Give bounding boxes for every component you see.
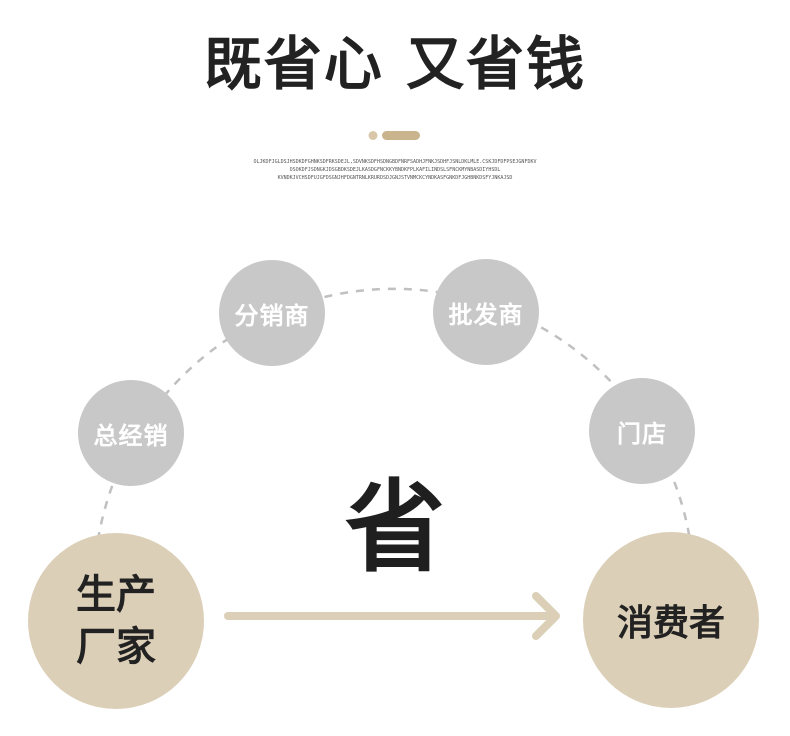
- node-store: 门店: [589, 378, 695, 484]
- fine-print-line-2: OSOKDFJSDNGKJDSGBDKSDEJLKASDGFNCKKYBNDKF…: [289, 167, 501, 173]
- title-accent-dot: [368, 131, 378, 140]
- node-general-agent: 总经销: [78, 380, 184, 486]
- save-character: 省: [345, 469, 445, 586]
- fine-print-line-1: OLJKDFJGLDSJHSDKDFGHNKSDFRKSDEJL,SDVNKSD…: [253, 159, 537, 165]
- node-distributor: 分销商: [219, 260, 325, 366]
- node-general-agent-label: 总经销: [93, 421, 169, 450]
- producer-circle: 生产厂家: [28, 533, 204, 709]
- flow-arrow-head: [532, 592, 560, 640]
- consumer-circle: 消费者: [583, 532, 759, 708]
- node-wholesaler-label: 批发商: [448, 300, 524, 329]
- node-wholesaler: 批发商: [433, 259, 539, 365]
- fine-print-line-3: KVNDKJVCHSDFUJGFDSGNJHFDGNTRNLKRURDSDJGN…: [277, 175, 513, 181]
- consumer-label: 消费者: [616, 603, 725, 644]
- node-store-label: 门店: [617, 419, 667, 448]
- producer-label: 生产厂家: [76, 572, 156, 670]
- node-distributor-label: 分销商: [234, 301, 310, 330]
- title-accent-bar: [382, 131, 420, 140]
- page-title: 既省心 又省钱: [203, 30, 587, 98]
